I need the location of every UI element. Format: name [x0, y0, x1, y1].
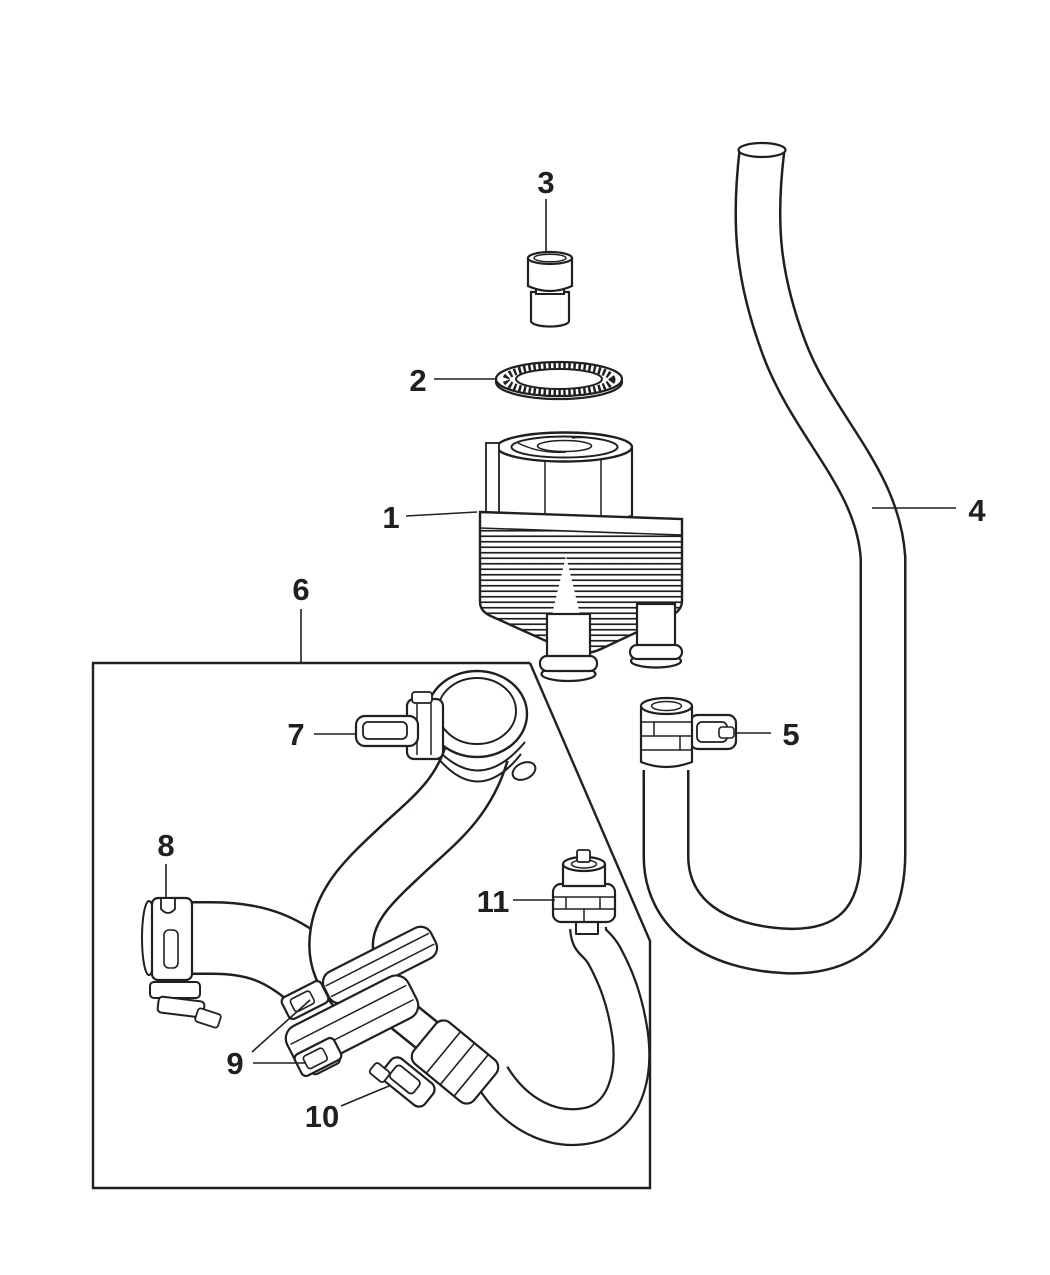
leader-9a: [251, 999, 311, 1053]
clamp7-screw-housing: [354, 714, 420, 748]
cooler-stub-left: [545, 612, 592, 662]
fitting5-ribs: [641, 721, 692, 751]
leader-1: [405, 511, 478, 517]
junction-band-lower-line1: [290, 984, 407, 1046]
hose4-open-end: [737, 141, 787, 159]
fitting11-ribs: [553, 896, 615, 922]
part6-right-hose: [475, 925, 651, 1147]
callout-labels: 1 2 3 4 5 6 7 8 9 10 11: [157, 165, 986, 1134]
callout-label-5: 5: [782, 717, 799, 752]
hose4-body: [645, 147, 904, 973]
part1-oil-cooler: [478, 431, 684, 683]
clamp8-flange: [149, 981, 201, 999]
part4-outlet-hose: [642, 141, 907, 975]
junction-band-upper-line2: [330, 943, 435, 998]
clamp7-screw-slot: [362, 721, 408, 740]
cooler-stub-right-collar: [628, 643, 684, 661]
cooler-stub-right: [635, 602, 677, 650]
clamp10-slot: [388, 1064, 421, 1095]
callout-label-11: 11: [477, 884, 510, 919]
arm-end-fitting: [410, 1019, 500, 1105]
cooler-impeller-detail: [517, 436, 609, 453]
clamp5-latch: [718, 726, 735, 739]
fitting11-tab: [576, 849, 591, 863]
clamp9a-slot: [289, 990, 316, 1013]
opening-band-clip: [511, 761, 537, 781]
callout-label-7: 7: [287, 717, 304, 752]
cooler-top-face-edge: [479, 527, 683, 536]
left-hose-body: [150, 903, 334, 1001]
leader-10: [340, 1085, 390, 1107]
cooler-cylinder-rim: [510, 435, 619, 459]
part5-quick-connect-clamp: [639, 696, 738, 769]
part10-hose-clamp: [368, 1056, 436, 1108]
opening-inner-ring: [437, 677, 517, 745]
clamp9b-slot: [302, 1047, 329, 1070]
cooler-fin-block-fill: [480, 512, 682, 654]
fitting3-upper: [526, 258, 574, 293]
arm-fitting-rib1: [425, 1031, 462, 1074]
callout-label-6: 6: [292, 572, 309, 607]
fitting5-bore: [650, 700, 683, 712]
part2-seal-ring: [494, 360, 624, 401]
callout-label-2: 2: [409, 363, 426, 398]
seal-ring-inner: [515, 368, 603, 390]
callout-label-3: 3: [537, 165, 554, 200]
junction-band-upper-line1: [325, 932, 430, 987]
clamp8-band: [150, 896, 194, 982]
right-hose-body: [477, 926, 649, 1144]
clamp7-head-tab: [411, 691, 433, 704]
part8-hose-clamp: [149, 896, 222, 1029]
part7-hose-clamp: [354, 691, 445, 761]
part11-quick-connect-fitting: [551, 849, 617, 935]
part3-connector-fitting: [526, 250, 574, 328]
leader-lines: [165, 199, 956, 1107]
main-hose-body: [310, 742, 507, 1008]
cooler-flange-tab: [485, 442, 500, 518]
callout-label-1: 1: [382, 500, 399, 535]
part6-hose-opening: [425, 669, 537, 783]
hose-assembly-group-box: [91, 661, 652, 1190]
opening-band-arc2: [432, 751, 522, 783]
callout-label-4: 4: [968, 493, 986, 528]
arm-fitting-rib2: [439, 1042, 476, 1086]
arm-fitting-rib3: [453, 1054, 489, 1097]
clamp10-body: [380, 1056, 436, 1108]
part6-main-hose: [308, 741, 509, 1010]
part9-spring-clamps: [280, 979, 343, 1078]
clamp10-tab: [368, 1062, 391, 1083]
clamp8-notch: [160, 899, 176, 914]
callout-label-8: 8: [157, 828, 174, 863]
cooler-stub-left-collar: [538, 654, 599, 673]
callout-label-10: 10: [305, 1099, 339, 1134]
callout-label-9: 9: [226, 1046, 243, 1081]
clamp8-slot: [163, 929, 179, 969]
fitting5-top: [639, 696, 694, 716]
group-box-border: [91, 661, 652, 1190]
seal-ring-knurl: [502, 362, 616, 397]
fitting3-cap-rim: [533, 253, 567, 263]
fitting3-lower: [529, 290, 571, 328]
clamp8-bolt: [194, 1007, 222, 1029]
